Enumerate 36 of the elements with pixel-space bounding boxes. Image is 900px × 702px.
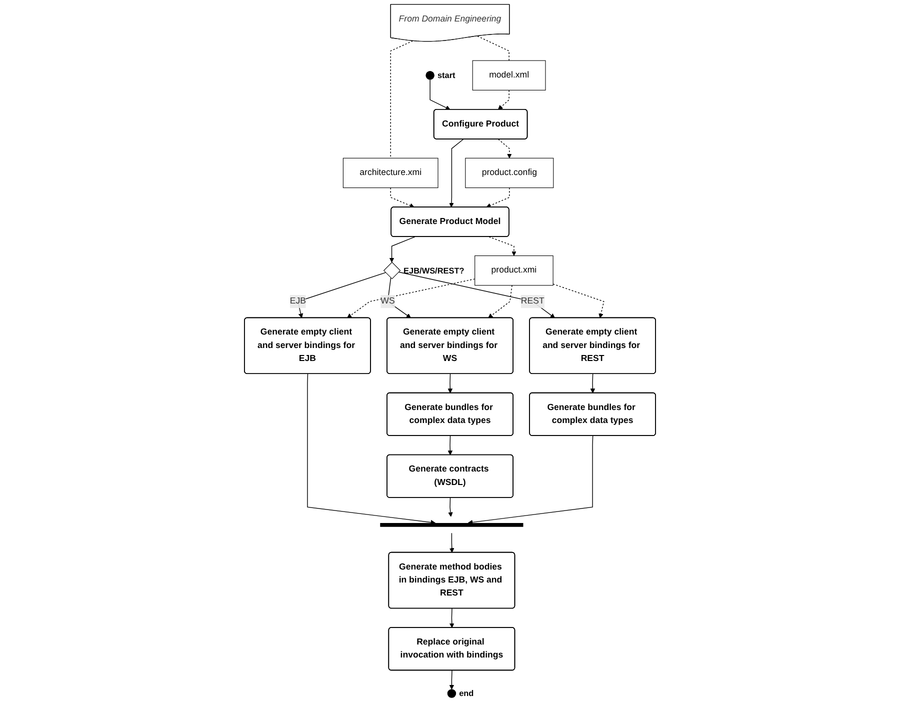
arrow	[552, 284, 604, 318]
arrow	[498, 138, 512, 158]
arrow	[449, 138, 464, 208]
edge-label: EJB	[290, 296, 306, 306]
arrow	[449, 532, 454, 553]
connector	[477, 36, 510, 61]
node-box: product.config	[465, 158, 554, 188]
arrow	[468, 435, 594, 525]
edge-label: REST	[520, 296, 544, 306]
arrow	[488, 236, 516, 256]
node-box: model.xml	[472, 60, 546, 90]
arrow	[430, 79, 450, 110]
arrow	[346, 278, 476, 318]
arrow	[449, 670, 454, 690]
arrow	[448, 435, 453, 456]
arrow	[498, 90, 510, 110]
arrow	[590, 374, 596, 394]
node-box: product.xmi	[474, 255, 554, 286]
connector	[390, 40, 414, 159]
node-bar	[380, 523, 524, 527]
node-circle	[426, 71, 434, 80]
node-box: architecture.xmi	[342, 158, 438, 188]
arrow	[307, 374, 436, 525]
arrow	[387, 277, 412, 318]
arrow	[448, 497, 453, 517]
edge-label: WS	[380, 296, 395, 306]
arrow	[298, 272, 386, 318]
arrow	[449, 608, 454, 628]
node-circle	[447, 689, 456, 698]
arrow	[398, 272, 556, 318]
arrow	[448, 374, 453, 394]
node-diamond	[383, 262, 401, 280]
arrow	[389, 236, 416, 263]
arrow	[488, 285, 512, 318]
arrow	[390, 187, 414, 208]
arrow	[486, 187, 510, 208]
